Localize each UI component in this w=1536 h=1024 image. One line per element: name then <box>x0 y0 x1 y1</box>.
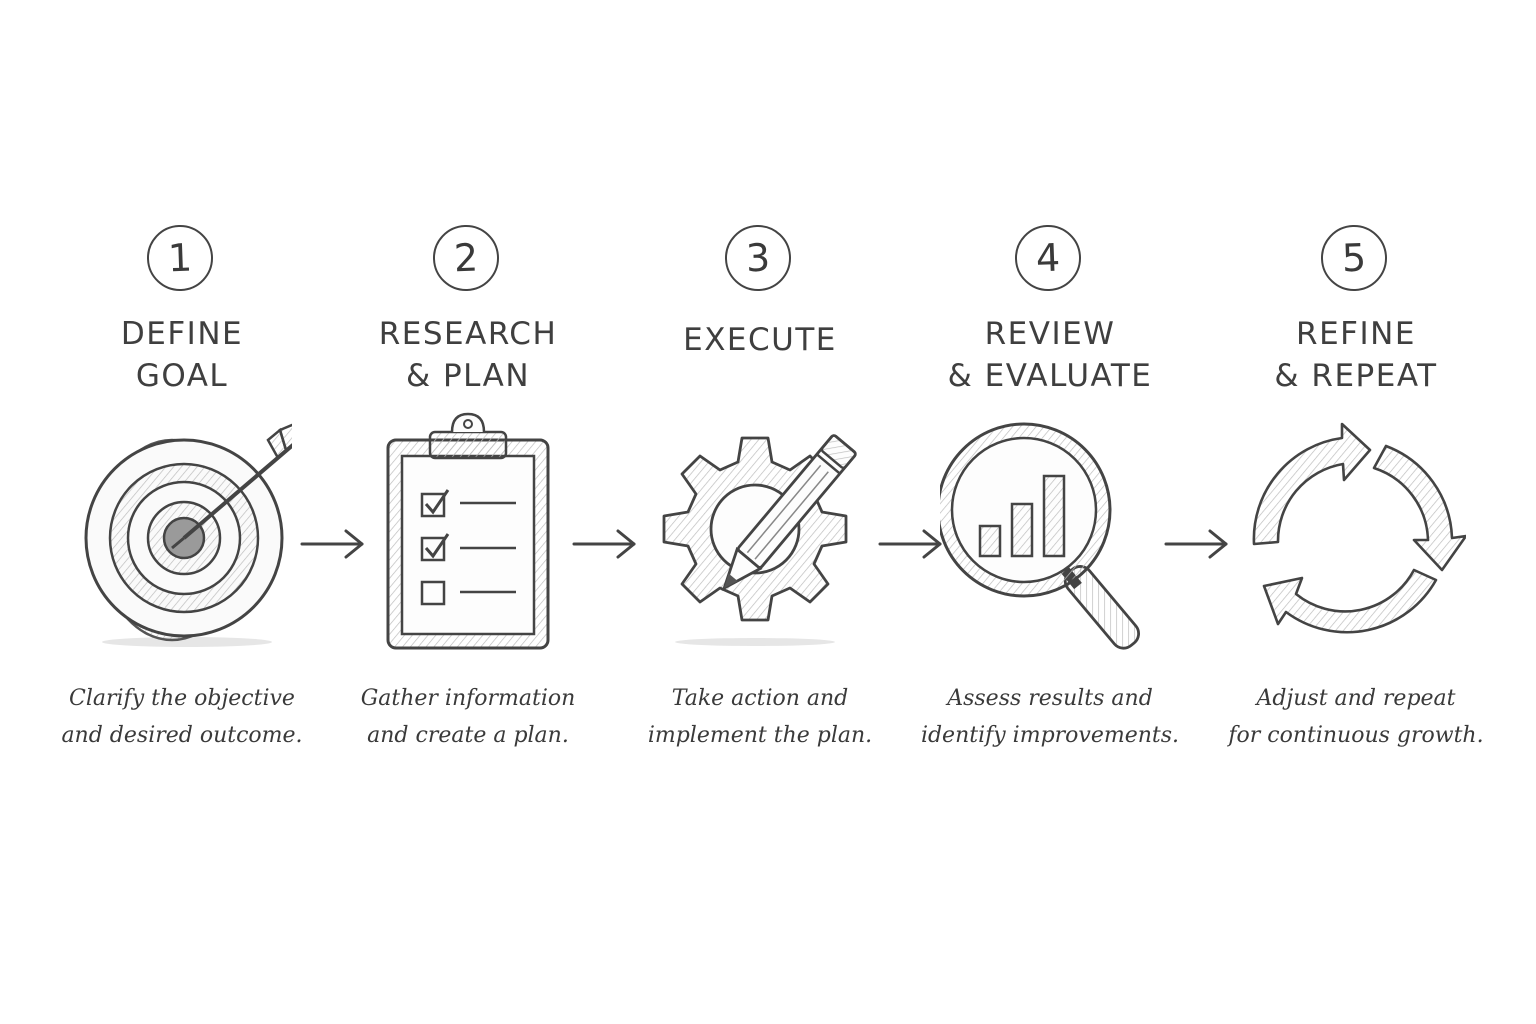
step-description: Adjust and repeat for continuous growth. <box>1206 680 1506 754</box>
step-description: Gather information and create a plan. <box>318 680 618 754</box>
step-3: 3 EXECUTE <box>610 223 910 765</box>
step-title-line: REFINE <box>1296 316 1416 352</box>
arrow-right-icon <box>298 526 368 562</box>
step-title-line: RESEARCH <box>378 316 558 352</box>
step-title: RESEARCH & PLAN <box>318 313 618 397</box>
step-description-line: and desired outcome. <box>61 723 303 748</box>
step-1: 1 DEFINE GOAL <box>32 223 332 765</box>
magnifier-chart-icon <box>940 410 1160 650</box>
step-description-line: implement the plan. <box>647 723 873 748</box>
step-title-line: GOAL <box>135 358 229 394</box>
step-description-line: Take action and <box>671 686 849 711</box>
gear-pencil-icon <box>650 410 870 650</box>
arrow-right-icon <box>876 526 946 562</box>
step-title: REVIEW & EVALUATE <box>900 313 1200 397</box>
step-title-line: REVIEW <box>984 316 1116 352</box>
step-2: 2 RESEARCH & PLAN <box>318 223 618 765</box>
step-description-line: identify improvements. <box>920 723 1180 748</box>
step-title: DEFINE GOAL <box>32 313 332 397</box>
step-title-line: & EVALUATE <box>947 358 1153 394</box>
step-4: 4 REVIEW & EVALUATE <box>900 223 1200 765</box>
step-description: Assess results and identify improvements… <box>900 680 1200 754</box>
step-description: Clarify the objective and desired outcom… <box>32 680 332 754</box>
step-description-line: and create a plan. <box>367 723 569 748</box>
step-number-badge: 4 <box>1013 223 1083 293</box>
step-number-badge: 3 <box>723 223 793 293</box>
step-title-line: & PLAN <box>405 358 531 394</box>
step-title: EXECUTE <box>610 319 910 361</box>
step-description-line: Clarify the objective <box>69 686 295 711</box>
cycle-arrows-icon <box>1246 410 1466 650</box>
step-title-line: & REPEAT <box>1274 358 1438 394</box>
step-number-badge: 1 <box>145 223 215 293</box>
step-5: 5 REFINE & REPEAT Adjust and repeat <box>1206 223 1506 765</box>
step-description-line: Gather information <box>360 686 576 711</box>
step-description-line: for continuous growth. <box>1228 723 1484 748</box>
step-description-line: Adjust and repeat <box>1256 686 1456 711</box>
step-description-line: Assess results and <box>947 686 1153 711</box>
step-number-badge: 5 <box>1319 223 1389 293</box>
arrow-right-icon <box>1162 526 1232 562</box>
arrow-right-icon <box>570 526 640 562</box>
step-title-line: EXECUTE <box>683 322 837 358</box>
step-title: REFINE & REPEAT <box>1206 313 1506 397</box>
clipboard-checklist-icon <box>358 410 578 650</box>
target-icon <box>72 410 292 650</box>
step-number-badge: 2 <box>431 223 501 293</box>
step-description: Take action and implement the plan. <box>610 680 910 754</box>
step-title-line: DEFINE <box>120 316 244 352</box>
